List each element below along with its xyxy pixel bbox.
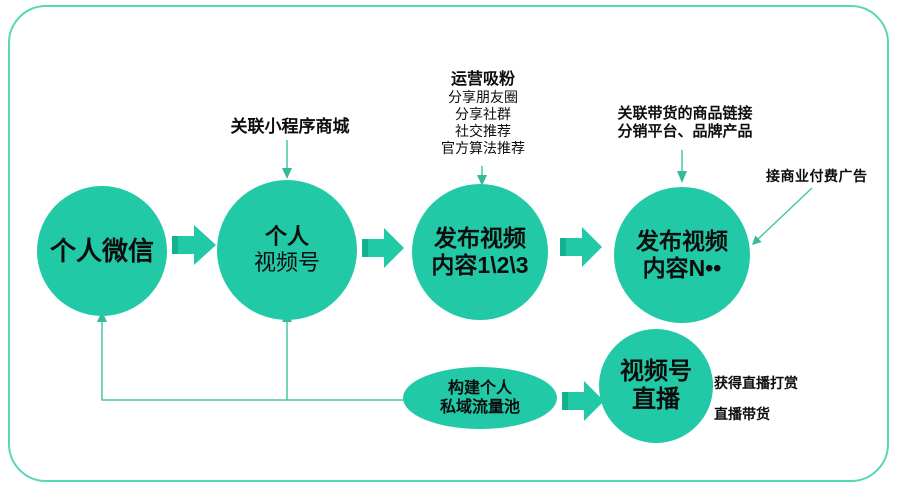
fan-ops-item: 分享社群	[455, 106, 511, 122]
annotation-fan-ops: 运营吸粉 分享朋友圈 分享社群 社交推荐 官方算法推荐	[403, 70, 563, 157]
node-label: 内容N••	[642, 255, 722, 281]
node-label: 个人	[264, 224, 309, 250]
node-label: 直播	[632, 386, 680, 413]
goods-link-line2: 分销平台、品牌产品	[617, 123, 753, 140]
fan-ops-item: 社交推荐	[455, 123, 511, 139]
node-label: 个人微信	[49, 235, 154, 266]
annotation-live-commerce: 直播带货	[714, 406, 770, 422]
node-publish-video-n: 发布视频 内容N••	[614, 187, 750, 323]
fan-ops-title: 运营吸粉	[450, 71, 515, 88]
node-label: 私域流量池	[439, 399, 520, 416]
node-label: 视频号	[620, 357, 692, 385]
diagram-border	[8, 5, 889, 482]
annotation-paid-ads: 接商业付费广告	[766, 168, 868, 184]
node-private-traffic-pool: 构建个人 私域流量池	[403, 367, 557, 429]
node-label: 发布视频	[636, 227, 728, 254]
node-label: 发布视频	[434, 224, 526, 251]
node-personal-video-account: 个人 视频号	[217, 180, 357, 320]
node-label: 视频号	[253, 250, 320, 275]
goods-link-line1: 关联带货的商品链接	[617, 105, 753, 122]
fan-ops-item: 官方算法推荐	[441, 140, 525, 156]
node-personal-wechat: 个人微信	[37, 186, 167, 316]
node-label: 构建个人	[447, 379, 512, 397]
annotation-goods-link: 关联带货的商品链接 分销平台、品牌产品	[604, 105, 766, 141]
node-video-account-live: 视频号 直播	[599, 329, 713, 443]
annotation-mini-program-mall: 关联小程序商城	[230, 117, 350, 136]
annotation-live-reward: 获得直播打赏	[714, 375, 798, 391]
node-publish-video-123: 发布视频 内容1\2\3	[412, 184, 548, 320]
fan-ops-item: 分享朋友圈	[448, 89, 518, 105]
node-label: 内容1\2\3	[431, 252, 529, 278]
